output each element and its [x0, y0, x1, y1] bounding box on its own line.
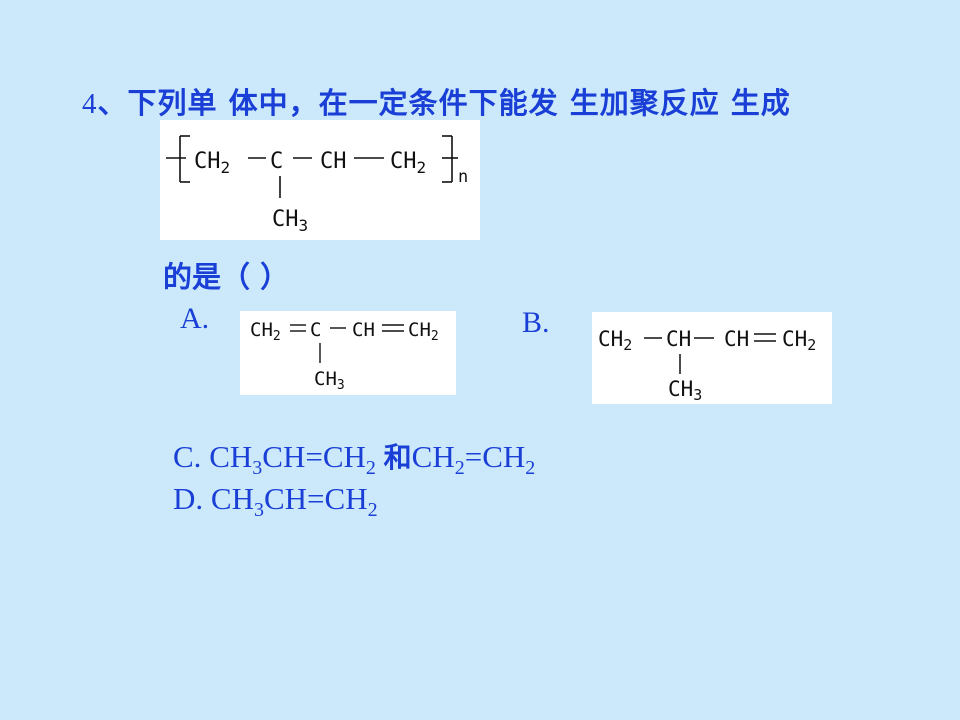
option-c-formula-1: CH3CH=CH2	[209, 439, 376, 479]
option-a-ch2-left: CH2	[250, 319, 281, 344]
option-a-c: C	[310, 319, 321, 341]
option-c[interactable]: C. CH3CH=CH2 和CH2=CH2	[173, 436, 536, 479]
question-number: 4	[82, 88, 98, 120]
option-b-ch2-left: CH2	[598, 327, 632, 354]
polymer-repeat-n: n	[458, 167, 468, 187]
polymer-structure-image: CH2 C CH CH2 n CH3	[160, 120, 480, 240]
question-tail: 的是（ ）	[163, 260, 290, 294]
option-b-ch-2: CH	[724, 327, 749, 351]
question-text: 下列单 体中，在一定条件下能发 生加聚反应 生成	[127, 86, 791, 120]
option-c-formula-2: CH2=CH2	[411, 439, 536, 479]
option-d-formula: CH3CH=CH2	[210, 481, 378, 521]
option-a-structure-image: CH2 C CH CH2 CH3	[240, 311, 456, 395]
option-a-ch: CH	[352, 319, 375, 341]
polymer-ch2-right: CH2	[390, 149, 426, 177]
option-d-label: D.	[173, 481, 204, 516]
polymer-ch3: CH3	[272, 207, 308, 235]
polymer-ch: CH	[320, 149, 347, 174]
option-b-label[interactable]: B.	[522, 306, 550, 339]
option-b-ch2-right: CH2	[782, 327, 816, 354]
question-stem: 4、下列单 体中，在一定条件下能发 生加聚反应 生成	[82, 80, 791, 122]
polymer-formula: CH2 C CH CH2 n CH3	[166, 135, 468, 235]
option-c-conjunction: 和	[383, 441, 412, 474]
option-d[interactable]: D. CH3CH=CH2	[173, 481, 378, 521]
option-b-ch-1: CH	[666, 327, 691, 351]
option-b-formula: CH2 CH CH CH2 CH3	[598, 327, 816, 404]
option-a-ch3: CH3	[314, 368, 345, 393]
option-a-formula: CH2 C CH CH2 CH3	[250, 319, 439, 393]
option-b-ch3: CH3	[668, 377, 702, 404]
question-separator: 、	[97, 86, 128, 120]
option-a-label[interactable]: A.	[180, 302, 210, 335]
polymer-ch2-left: CH2	[194, 149, 230, 177]
option-a-ch2-right: CH2	[408, 319, 439, 344]
polymer-c: C	[270, 149, 283, 174]
option-c-label: C.	[173, 439, 202, 474]
option-b-structure-image: CH2 CH CH CH2 CH3	[592, 312, 832, 404]
